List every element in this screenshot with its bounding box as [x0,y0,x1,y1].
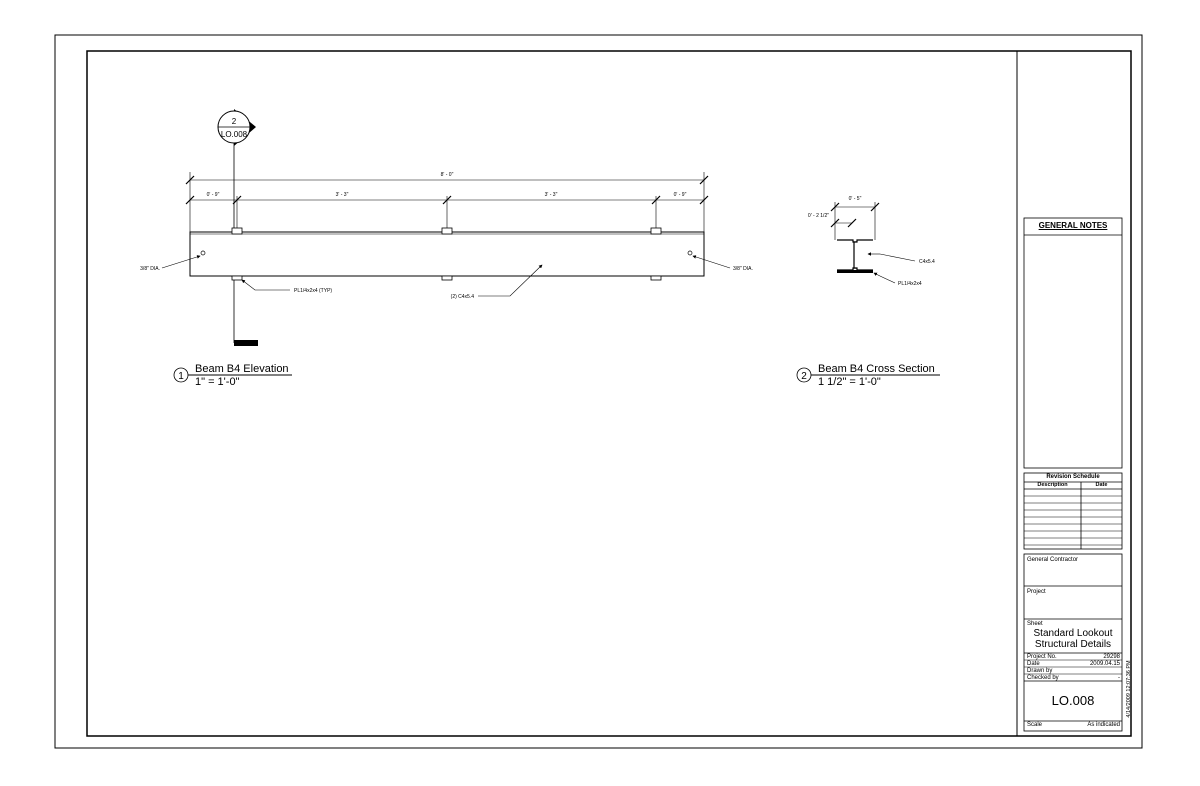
segment-dim-3: 3' - 3" [545,192,558,198]
project-no-label: Project No. [1027,654,1057,660]
section-top-dim: 0' - 5" [849,196,862,202]
beam-elevation: 2 LO.008 8' - 0" 0' - 9" 3' - 3" 3' - 3"… [140,109,753,346]
view-title-2: Beam B4 Cross Section [818,363,935,375]
title-block [1023,217,1123,732]
scale-label: Scale [1027,722,1043,728]
section-marker: 2 LO.008 [217,109,256,146]
sheet-title-line2: Structural Details [1034,639,1112,650]
plate-callout: PL1/4x2x4 (TYP) [294,288,332,294]
segment-dim-4: 0' - 9" [674,192,687,198]
channel-callout: (2) C4x5.4 [451,294,475,300]
segment-dim-2: 3' - 3" [336,192,349,198]
outer-border [54,34,1143,749]
beam-cross-section: 0' - 5" 0' - 2 1/2" C4x5.4 PL1/4x2x4 [808,196,935,287]
revision-schedule-title: Revision Schedule [1046,474,1100,480]
view-number-2: 2 [801,371,807,382]
view-scale-1: 1" = 1'-0" [195,376,240,388]
bolt-hole-left [200,250,206,256]
segment-dim-1: 0' - 9" [207,192,220,198]
general-notes-box [1023,217,1123,469]
date-value: 2009.04.15 [1089,661,1120,667]
inner-border [86,50,1132,737]
section-side-dim: 0' - 2 1/2" [808,213,829,219]
overall-dim-text: 8' - 0" [441,172,454,178]
revision-schedule-box [1023,472,1123,550]
section-marker-sheet: LO.008 [221,130,248,139]
sheet-title-line1: Standard Lookout [1033,628,1113,639]
general-contractor-label: General Contractor [1027,557,1079,563]
bottom-plates [231,275,662,281]
beam-body [189,231,705,277]
view-title-elevation: 1 Beam B4 Elevation 1" = 1'-0" [173,363,292,388]
project-label: Project [1027,589,1046,595]
view-title-1: Beam B4 Elevation [195,363,289,375]
top-plates [231,227,662,235]
general-notes-title: GENERAL NOTES [1038,221,1108,230]
plot-stamp: 4/14/2009 12:07:36 PM [1126,660,1132,718]
view-title-cross-section: 2 Beam B4 Cross Section 1 1/2" = 1'-0" [796,363,940,388]
revision-col-description: Description [1037,482,1068,488]
sheet-info-box [1023,553,1123,732]
date-label: Date [1027,661,1040,667]
project-no-value: 29298 [1103,654,1120,660]
drawn-by-label: Drawn by [1027,668,1053,674]
view-scale-2: 1 1/2" = 1'-0" [818,376,881,388]
checked-by-label: Checked by [1027,675,1059,681]
section-plate [837,270,873,273]
section-plate-label: PL1/4x2x4 [898,281,922,287]
view-number-1: 1 [178,371,184,382]
section-cut-end [234,340,258,346]
bolt-hole-right [687,250,693,256]
channel-pair [837,239,873,271]
section-marker-number: 2 [232,117,237,126]
sheet-label: Sheet [1027,621,1043,627]
right-hole-label: 3/8" DIA. [733,266,753,272]
scale-value: As indicated [1087,722,1120,728]
sheet-number: LO.008 [1051,693,1095,708]
left-hole-label: 3/8" DIA. [140,266,160,272]
section-channel-label: C4x5.4 [919,259,935,265]
checked-by-value: - [1118,675,1120,681]
revision-col-date: Date [1095,482,1108,488]
